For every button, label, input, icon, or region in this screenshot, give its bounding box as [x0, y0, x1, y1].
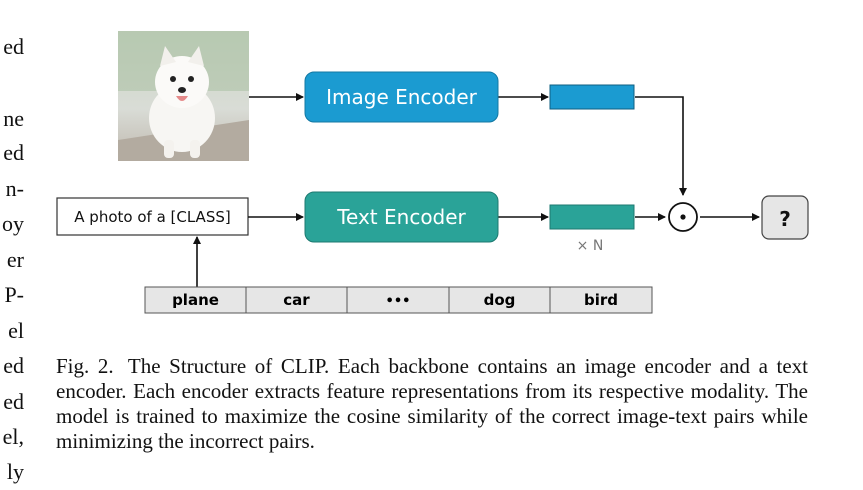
image-encoder-block: Image Encoder	[304, 71, 499, 123]
arrow	[635, 96, 687, 196]
fragment-text: ly	[6, 459, 24, 484]
adjacent-column-fragments: ed ne ed n- oy er P- el ed ed el, ly	[0, 0, 26, 490]
fragment-text: ed	[3, 34, 24, 59]
text-encoder-label: Text Encoder	[336, 205, 466, 229]
figure-number: Fig. 2.	[56, 354, 114, 378]
class-label: •••	[386, 294, 411, 309]
class-label: car	[283, 291, 310, 309]
class-label: bird	[584, 291, 618, 309]
fragment-text: ed	[3, 353, 24, 378]
fragment-text: ne	[3, 106, 24, 131]
fragment-text: ed	[3, 140, 24, 165]
figure-caption: Fig. 2. The Structure of CLIP. Each back…	[56, 354, 808, 454]
prompt-box: A photo of a [CLASS]	[56, 197, 249, 236]
text-feature-vector	[549, 204, 635, 230]
fragment-text: ed	[3, 389, 24, 414]
text-encoder-block: Text Encoder	[304, 191, 499, 243]
caption-text: The Structure of CLIP. Each backbone con…	[56, 354, 809, 453]
dot-product-operator	[668, 202, 698, 232]
image-feature-vector	[549, 84, 635, 110]
fragment-text: oy	[2, 211, 24, 236]
class-list-table: plane car ••• dog bird	[144, 286, 653, 314]
class-label: plane	[172, 291, 219, 309]
prompt-label: A photo of a [CLASS]	[74, 208, 230, 226]
times-n-label: × N	[577, 238, 604, 254]
output-box: ?	[761, 195, 809, 240]
fragment-text: el,	[2, 424, 24, 449]
fragment-text: er	[6, 247, 24, 272]
fragment-text: P-	[4, 282, 24, 307]
output-label: ?	[779, 207, 791, 231]
dog-photo	[118, 31, 249, 161]
fragment-text: n-	[5, 176, 24, 201]
image-encoder-label: Image Encoder	[326, 85, 478, 109]
class-label: dog	[484, 291, 516, 309]
fragment-text: el	[8, 318, 24, 343]
